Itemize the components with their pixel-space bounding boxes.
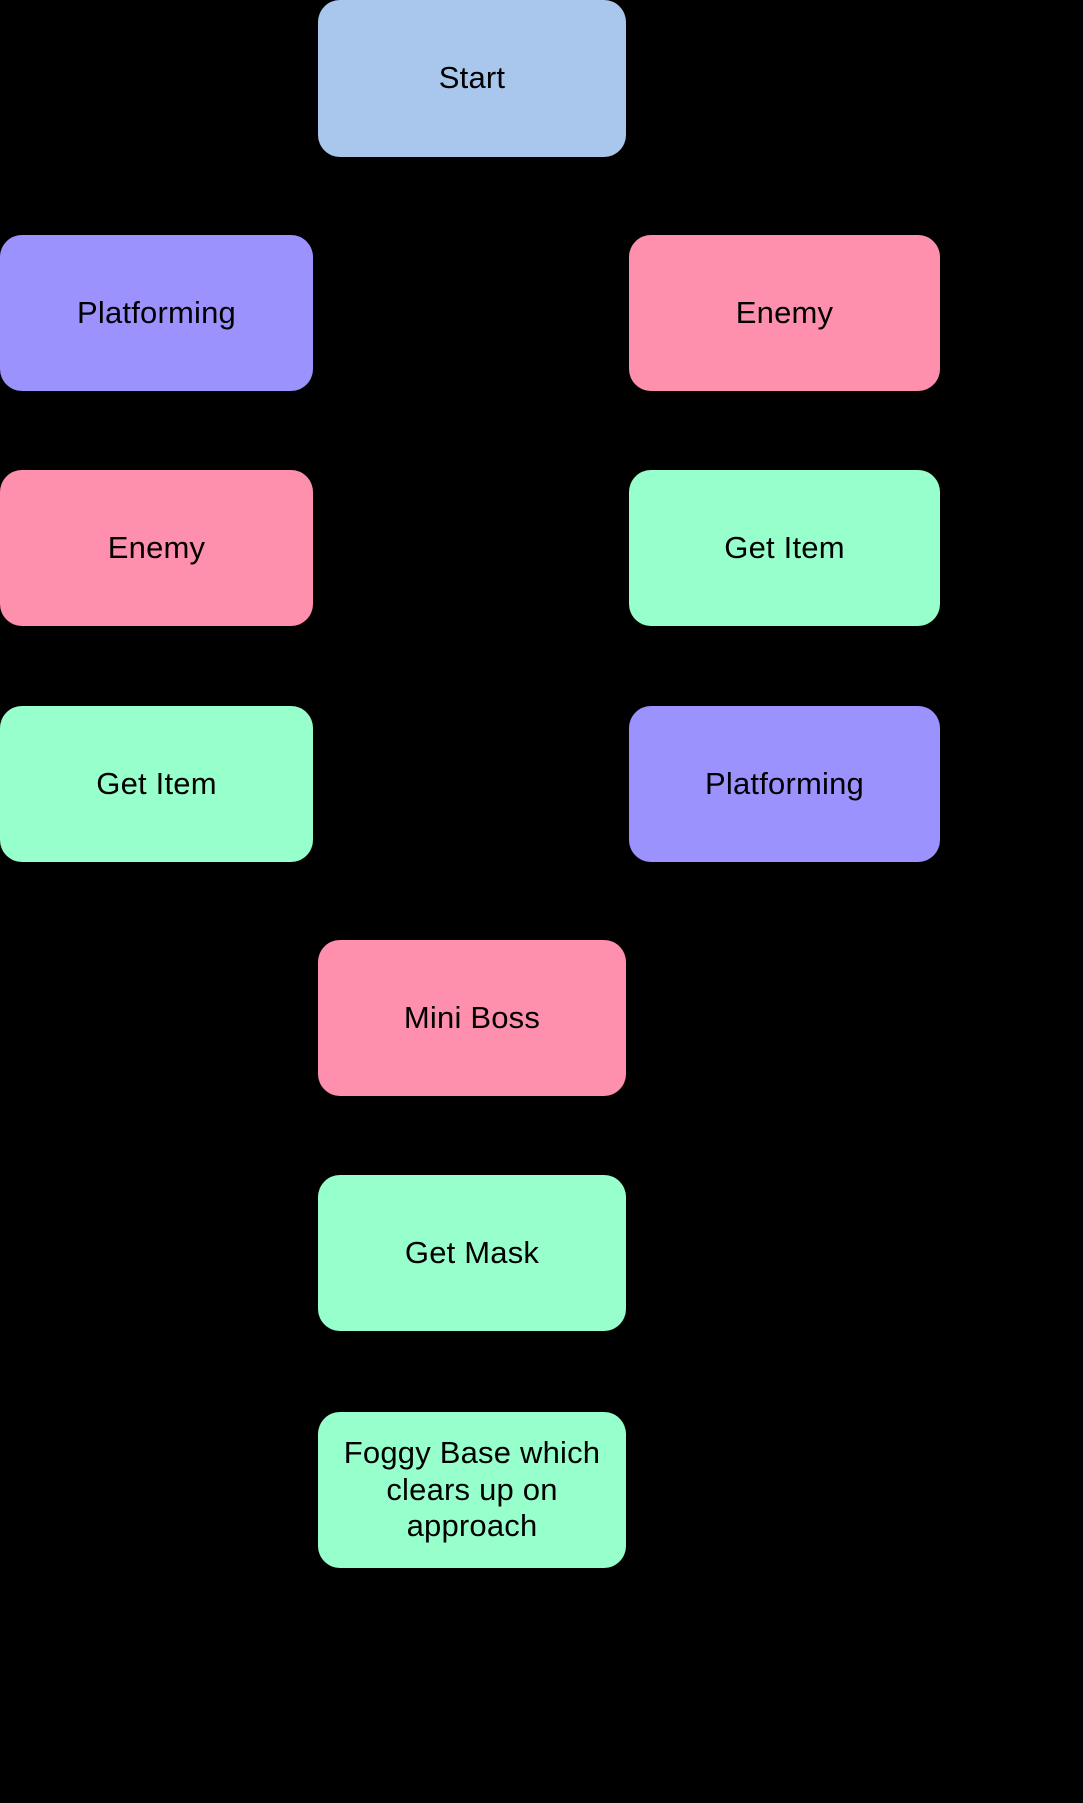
flow-node-foggy-base[interactable]: Foggy Base which clears up on approach	[318, 1412, 626, 1568]
flow-node-label: Mini Boss	[403, 999, 541, 1035]
flow-node-enemy-left[interactable]: Enemy	[0, 470, 313, 626]
flow-node-platforming-left[interactable]: Platforming	[0, 235, 313, 391]
flow-node-label: Get Item	[96, 765, 217, 801]
flow-node-label: Platforming	[705, 765, 864, 801]
flow-node-mini-boss[interactable]: Mini Boss	[318, 940, 626, 1096]
flow-node-get-mask[interactable]: Get Mask	[318, 1175, 626, 1331]
flow-node-label: Get Item	[724, 529, 845, 565]
flow-node-get-item-left[interactable]: Get Item	[0, 706, 313, 862]
flow-node-label: Platforming	[77, 294, 236, 330]
flow-node-label: Enemy	[735, 294, 834, 330]
flow-node-label: Foggy Base which clears up on approach	[343, 1435, 601, 1544]
flow-node-label: Start	[438, 60, 506, 96]
flow-node-start[interactable]: Start	[318, 0, 626, 157]
flow-node-label: Get Mask	[404, 1234, 540, 1270]
flow-node-enemy-right[interactable]: Enemy	[629, 235, 940, 391]
flow-node-label: Enemy	[107, 529, 206, 565]
flow-node-platforming-right[interactable]: Platforming	[629, 706, 940, 862]
flow-node-get-item-right[interactable]: Get Item	[629, 470, 940, 626]
